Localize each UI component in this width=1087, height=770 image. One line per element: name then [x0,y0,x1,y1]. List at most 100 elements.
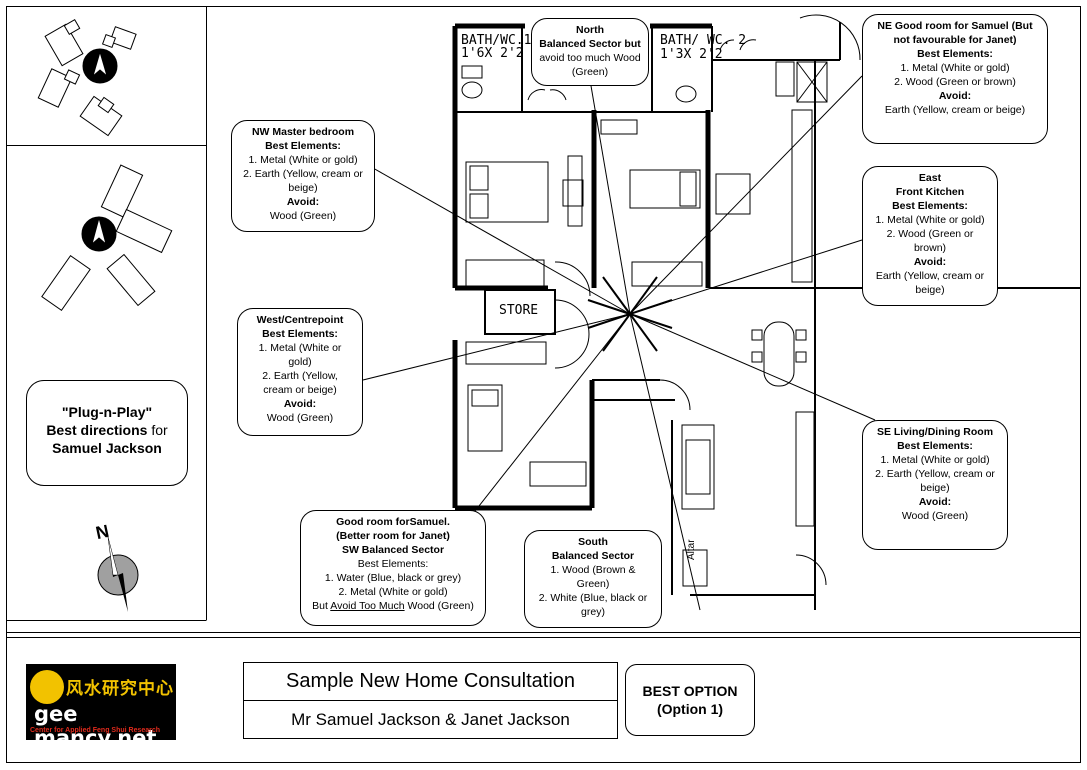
direction-diagram-beds [41,164,173,312]
nw-line: Avoid: [286,196,320,208]
se-line: Best Elements: [897,440,973,452]
logo-yin-yang-icon [30,670,64,704]
sw-last-underlined: Avoid Too Much [330,600,405,612]
callout-sw-text: Good room forSamuel. (Better room for Jan… [307,515,479,599]
consultation-title: Sample New Home Consultation [244,663,617,701]
nw-line: Wood (Green) [269,210,337,222]
ne-line: 2. Wood (Green or brown) [894,76,1016,88]
east-line: Best Elements: [892,200,968,212]
north-line: North [576,24,604,36]
bath2-label: BATH/ WC. 2 1'3X 2'2 [660,34,746,62]
ne-line: NE Good room for Samuel (But [877,20,1033,32]
plug-n-play-box: "Plug-n-Play" Best directions for Samuel… [26,380,188,486]
bath2-name: BATH/ WC. 2 [660,33,747,48]
east-line: Front Kitchen [895,186,965,198]
east-line: 1. Metal (White or gold) [875,214,985,226]
ne-line: Best Elements: [917,48,993,60]
east-line: beige) [915,284,945,296]
west-line: Wood (Green) [266,412,334,424]
east-line: East [918,172,942,184]
sw-line: Best Elements: [357,558,429,570]
se-line: SE Living/Dining Room [876,426,994,438]
west-line: West/Centrepoint [256,314,344,326]
plug-line2-bold: Best directions [46,422,148,438]
logo-chinese: 风水研究中心 [66,679,174,698]
logo-text: gee mancy.net [34,702,157,740]
store-label: STORE [499,303,539,318]
ne-line: Earth (Yellow, cream or beige) [884,104,1026,116]
sw-last-suffix: Wood (Green) [404,600,474,612]
bath1-label: BATH/WC.1 1'6X 2'2 [461,34,531,60]
sw-line: 2. Metal (White or gold) [338,586,448,598]
west-line: gold) [288,356,312,368]
nw-line: NW Master bedroom [251,126,355,138]
south-line: Green) [576,578,610,590]
ne-line: not favourable for Janet) [893,34,1017,46]
sw-line: SW Balanced Sector [341,544,445,556]
ne-line: Avoid: [938,90,972,102]
west-line: Avoid: [283,398,317,410]
direction-diagram-desks [37,18,137,137]
sw-line: Good room forSamuel. [336,516,450,528]
bath1-size: 1'6X 2'2 [461,46,524,61]
sheet-frame [6,6,1081,763]
se-line: Avoid: [918,496,952,508]
nw-line: Best Elements: [265,140,341,152]
se-line: 2. Earth (Yellow, cream or [875,468,995,480]
nw-line: 2. Earth (Yellow, cream or [243,168,363,180]
north-compass-icon [97,536,139,612]
plug-line2-normal: for [147,422,168,438]
callout-leader-lines [362,75,876,611]
best-option-badge: BEST OPTION (Option 1) [625,664,755,736]
south-line: 2. White (Blue, black or [538,592,648,604]
callout-sw: Good room forSamuel. (Better room for Jan… [300,510,486,626]
geomancy-logo: 风水研究中心 gee mancy.net Center for Applied … [26,664,176,740]
option-line2: (Option 1) [656,701,724,717]
se-line: Wood (Green) [901,510,969,522]
title-box: Sample New Home Consultation Mr Samuel J… [243,662,618,739]
north-line: avoid too much Wood [539,52,641,64]
client-names: Mr Samuel Jackson & Janet Jackson [291,710,570,729]
bath1-name: BATH/WC.1 [461,33,532,48]
ne-line: 1. Metal (White or gold) [900,62,1010,74]
west-line: cream or beige) [263,384,337,396]
callout-ne-text: NE Good room for Samuel (But not favourab… [869,19,1041,117]
sw-last-prefix: But [312,600,331,612]
plug-title: "Plug-n-Play" [61,404,153,420]
bath2-size: 1'3X 2'2 [660,47,723,62]
se-line: beige) [920,482,950,494]
se-line: 1. Metal (White or gold) [880,454,990,466]
south-line: South [578,536,608,548]
altar-label: Altar [686,539,697,560]
plug-line2: Best directions for [33,421,181,439]
sw-line: (Better room for Janet) [336,530,450,542]
north-line: (Green) [571,66,609,78]
sw-line: 1. Water (Blue, black or grey) [324,572,462,584]
north-line: Balanced Sector but [539,38,641,50]
floor-plan [452,14,1080,610]
west-line: 2. Earth (Yellow, [262,370,338,382]
south-line: grey) [581,606,605,618]
east-line: Avoid: [913,256,947,268]
nw-line: 1. Metal (White or gold) [248,154,358,166]
option-line1: BEST OPTION [642,683,738,699]
plug-line3: Samuel Jackson [52,440,162,456]
east-line: Earth (Yellow, cream or [875,270,985,282]
east-line: 2. Wood (Green or [886,228,974,240]
east-line: brown) [913,242,947,254]
west-line: 1. Metal (White or [258,342,342,354]
